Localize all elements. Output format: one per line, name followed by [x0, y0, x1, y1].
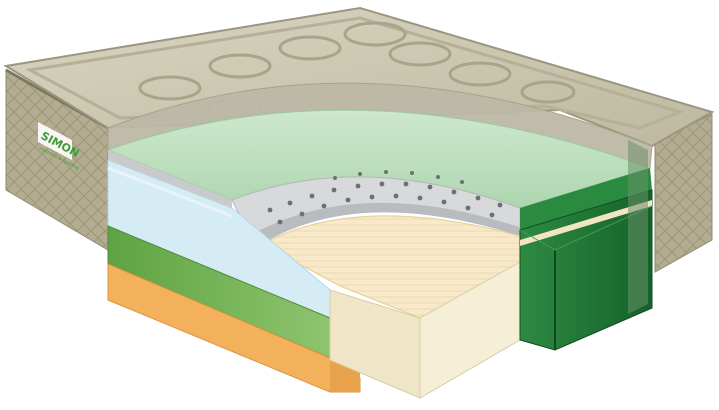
foam-perforations: [267, 170, 503, 225]
left-layer-stack: [107, 150, 361, 393]
quilt-pattern: [138, 21, 576, 119]
perforated-memory-foam: [231, 170, 521, 244]
edge-support-block: [519, 140, 653, 351]
